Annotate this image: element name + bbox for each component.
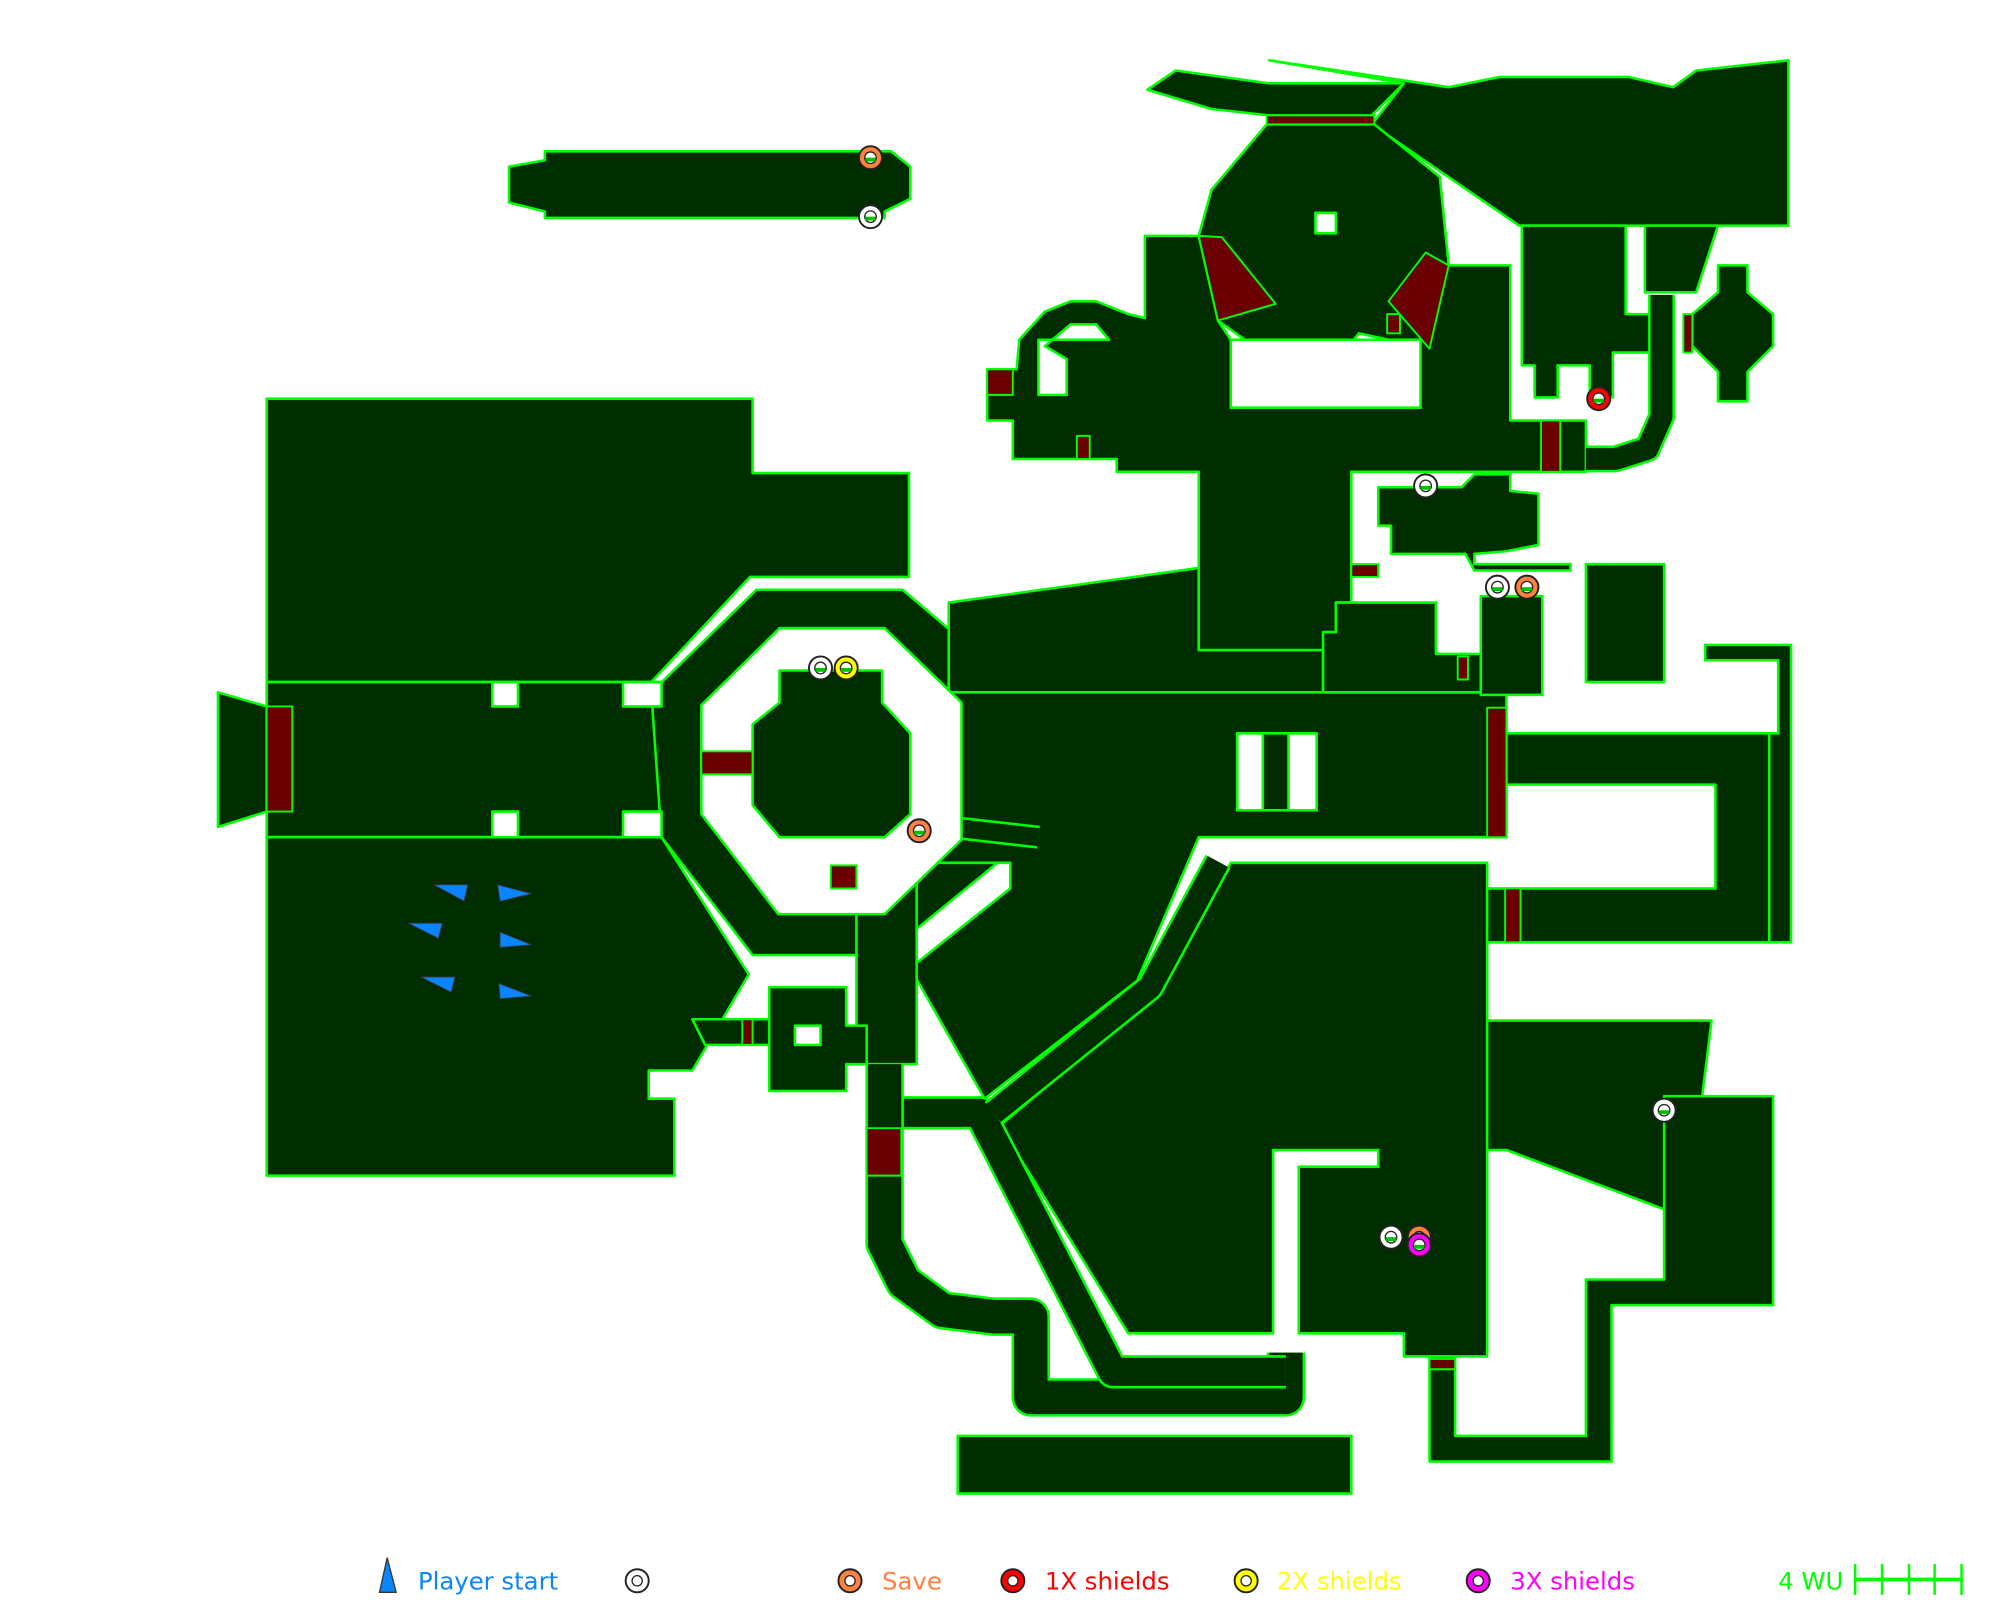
legend-scale-label: 4 WU [1778,1567,1843,1596]
door [1486,706,1508,839]
legend-shields-1x: 1X shields [1045,1567,1170,1596]
map-polygon [1520,224,1653,399]
map-polygon [1485,732,1771,944]
map-polygon [956,1434,1353,1495]
map-polygons [216,58,1793,1495]
map-polygon [751,669,912,839]
scale-bar [1853,1564,1963,1595]
map-corridor [867,1064,1303,1415]
map-polygon [1643,224,1720,294]
save-item-icon [858,145,884,171]
door [1682,313,1694,354]
map-polygon [998,861,1489,1358]
map-corridor [986,856,1229,1122]
legend-player-start: Player start [418,1567,558,1596]
door [1540,419,1562,473]
generic-item-legend-icon [624,1568,650,1594]
map-void [491,810,520,839]
legend-shields-3x: 3X shields [1510,1567,1635,1596]
door [1350,563,1380,578]
shields-1x-item-icon [1586,386,1612,412]
map-void [621,810,663,839]
door [1428,1358,1457,1371]
door [986,368,1014,396]
player-start-icon [499,931,533,948]
map-void [1229,338,1422,409]
legend-save: Save [882,1567,942,1596]
legend: Player start Save 1X shields 2X shields … [378,1557,1963,1596]
door [1504,887,1522,944]
player-start-icon [496,883,533,902]
door [829,864,858,890]
map-items [808,145,1677,1258]
shields-3x-item-icon [1406,1232,1432,1258]
map-polygon [1428,1094,1775,1463]
player-start-icon [433,884,469,903]
map-void [1314,211,1338,235]
generic-item-icon [1413,473,1439,499]
door [1075,434,1091,460]
player-start-icon [420,976,456,994]
door [1265,114,1376,126]
map-polygon [1703,643,1793,944]
map-void [793,1024,822,1047]
map-void [1037,323,1111,397]
map-polygon [1146,69,1406,117]
shields-1x-legend-icon [1000,1568,1026,1594]
generic-item-icon [1378,1224,1404,1250]
door [700,750,754,776]
map-void [491,680,520,708]
player-start-legend-icon [378,1557,397,1593]
save-item-icon [1514,574,1540,600]
map-polygon [1584,562,1666,684]
legend-shields-2x: 2X shields [1277,1567,1402,1596]
generic-item-icon [808,655,834,681]
save-legend-icon [837,1568,863,1594]
generic-item-icon [858,204,884,230]
shields-2x-item-icon [833,655,859,681]
map-polygon [1261,732,1290,812]
door [1197,234,1277,322]
map-polygon [1376,473,1572,572]
door [1456,655,1469,681]
map-doors [265,114,1694,1371]
door [1386,313,1401,335]
door [1387,251,1450,350]
map-polygon [265,835,750,1177]
map-polygon [1267,58,1790,227]
map-polygon [1485,1019,1713,1220]
map-polygon [216,691,268,829]
door [865,1127,903,1177]
map-void [621,680,663,708]
save-item-icon [906,818,932,844]
map-polygon [1479,594,1544,697]
player-starts [407,883,533,1000]
map-corridor [903,1098,1286,1386]
map-polygon [1691,264,1775,403]
player-start-icon [498,982,533,1000]
map-polygon [691,1017,771,1047]
map-corridor [1585,294,1673,470]
map-polygon [507,150,912,220]
map-polygon [1321,601,1483,694]
shields-3x-legend-icon [1465,1568,1491,1594]
door [741,1018,754,1046]
map-polygon [1197,123,1450,367]
generic-item-icon [1651,1097,1677,1123]
shields-2x-legend-icon [1233,1568,1259,1594]
door [265,705,294,813]
generic-item-icon [1484,574,1510,600]
player-start-icon [407,922,443,940]
map-inner-polygons [751,669,1290,839]
